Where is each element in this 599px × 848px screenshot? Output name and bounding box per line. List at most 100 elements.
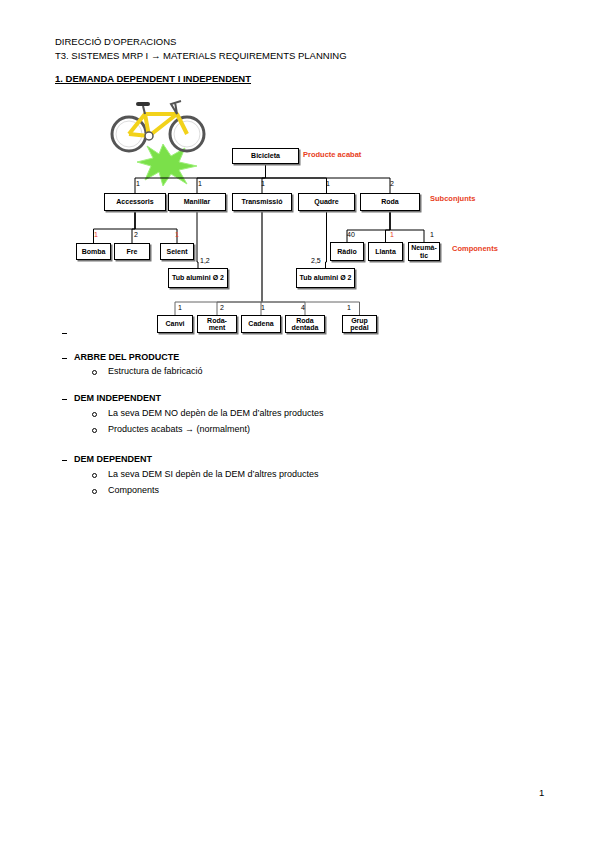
- box-text: Grup pedal: [344, 317, 375, 332]
- bullet-circle: [92, 370, 97, 375]
- quantity: 40: [347, 231, 355, 239]
- quantity: 2: [220, 304, 224, 312]
- quantity: 1: [261, 180, 265, 188]
- bullet-text: Productes acabats → (normalment): [108, 424, 250, 434]
- bike-fork: [177, 114, 187, 134]
- bullet-dash: [62, 460, 67, 461]
- bullet-dash: [62, 399, 67, 400]
- tree-connector: [94, 211, 136, 243]
- component-box: Llanta: [368, 242, 403, 261]
- box-text: Transmissió: [242, 198, 283, 205]
- bike-frame: [129, 114, 177, 136]
- tree-connector: [135, 164, 266, 193]
- bullet-heading: DEM DEPENDENT: [74, 454, 152, 464]
- tree-connector: [175, 211, 262, 315]
- section-heading: 1. DEMANDA DEPENDENT I INDEPENDENT: [55, 74, 251, 85]
- quantity: 1: [198, 180, 202, 188]
- quantity: 1: [347, 304, 351, 312]
- quantity: 1: [94, 231, 98, 239]
- component-box: Roda: [360, 193, 420, 211]
- quantity: 4: [301, 304, 305, 312]
- level-label: Components: [452, 245, 498, 254]
- tree-connector: [326, 211, 327, 268]
- tree-connector: [197, 164, 266, 193]
- seat-post: [143, 106, 145, 114]
- component-box: Neumà-tic: [408, 242, 440, 261]
- bullet-dash: [62, 333, 67, 334]
- bullet-text: Components: [108, 485, 159, 495]
- tree-connector: [386, 211, 391, 242]
- component-box: Tub alumini Ø 2: [168, 268, 228, 288]
- tree-connector: [197, 211, 198, 268]
- component-box: Fre: [114, 243, 150, 260]
- component-box: Roda dentada: [285, 315, 325, 333]
- tree-connector: [347, 211, 390, 242]
- bullet-heading: DEM INDEPENDENT: [74, 393, 161, 403]
- tree-connector: [132, 211, 135, 243]
- box-text: Ràdio: [337, 248, 356, 255]
- quantity: 2,5: [311, 257, 321, 265]
- seat: [136, 102, 150, 106]
- tree-connector: [266, 164, 327, 193]
- tree-connector: [262, 211, 305, 315]
- page-number: 1: [539, 788, 544, 799]
- bike-stay: [129, 114, 145, 134]
- tree-connector: [390, 211, 424, 242]
- bullet-text: La seva DEM NO depèn de la DEM d’altres …: [108, 408, 324, 418]
- component-box: Quadre: [298, 193, 355, 211]
- quantity: 1: [430, 231, 434, 239]
- box-text: Bomba: [82, 248, 106, 255]
- level-label: Subconjunts: [430, 195, 475, 204]
- box-text: Canvi: [165, 320, 184, 327]
- quantity: 2: [134, 231, 138, 239]
- header-text: DIRECCIÓ D’OPERACIONS: [55, 37, 176, 48]
- quantity: 1: [261, 304, 265, 312]
- bullet-text: La seva DEM SI depèn de la DEM d’altres …: [108, 469, 319, 479]
- tree-connector: [266, 164, 391, 193]
- component-box: Grup pedal: [342, 315, 377, 333]
- quantity: 1: [136, 180, 140, 188]
- box-text: Neumà-tic: [410, 244, 438, 259]
- component-box: Tub alumini Ø 2: [296, 268, 355, 288]
- box-text: Quadre: [314, 198, 339, 205]
- box-text: Manillar: [184, 198, 210, 205]
- box-text: Roda: [381, 198, 399, 205]
- bullet-circle: [92, 412, 97, 417]
- tree-connector: [262, 211, 360, 315]
- component-box: Canvi: [157, 315, 193, 333]
- component-box: Transmissió: [232, 193, 292, 211]
- component-box: Roda-ment: [197, 315, 237, 333]
- box-text: Roda-ment: [199, 317, 235, 332]
- quantity: 1: [326, 180, 330, 188]
- box-text: Bicicleta: [251, 152, 280, 159]
- tree-connector: [217, 211, 262, 315]
- bicycle-illustration: [105, 96, 215, 186]
- bullet-circle: [92, 428, 97, 433]
- component-box: Seient: [160, 243, 194, 260]
- box-text: Roda dentada: [287, 317, 323, 332]
- box-text: Seient: [166, 248, 187, 255]
- quantity: 1: [175, 231, 179, 239]
- product-box: Bicicleta: [232, 148, 299, 164]
- box-text: Cadena: [248, 320, 273, 327]
- bullet-circle: [92, 473, 97, 478]
- header-text: T3. SISTEMES MRP I → MATERIALS REQUIREME…: [55, 51, 347, 62]
- quantity: 2: [390, 180, 394, 188]
- bullet-dash: [62, 358, 67, 359]
- tree-connector: [261, 211, 262, 315]
- box-text: Tub alumini Ø 2: [300, 274, 352, 281]
- component-box: Manillar: [168, 193, 226, 211]
- component-box: Bomba: [76, 243, 111, 260]
- level-label: Producte acabat: [303, 151, 361, 160]
- bullet-heading: ARBRE DEL PRODUCTE: [74, 352, 179, 362]
- component-box: Ràdio: [330, 242, 364, 261]
- component-box: Accessoris: [104, 193, 166, 211]
- quantity: 1,2: [200, 257, 210, 265]
- box-text: Llanta: [375, 248, 396, 255]
- component-box: Cadena: [241, 315, 281, 333]
- handlebar: [171, 101, 181, 114]
- tree-connector: [262, 164, 266, 193]
- tree-connector: [135, 211, 177, 243]
- box-text: Fre: [127, 248, 138, 255]
